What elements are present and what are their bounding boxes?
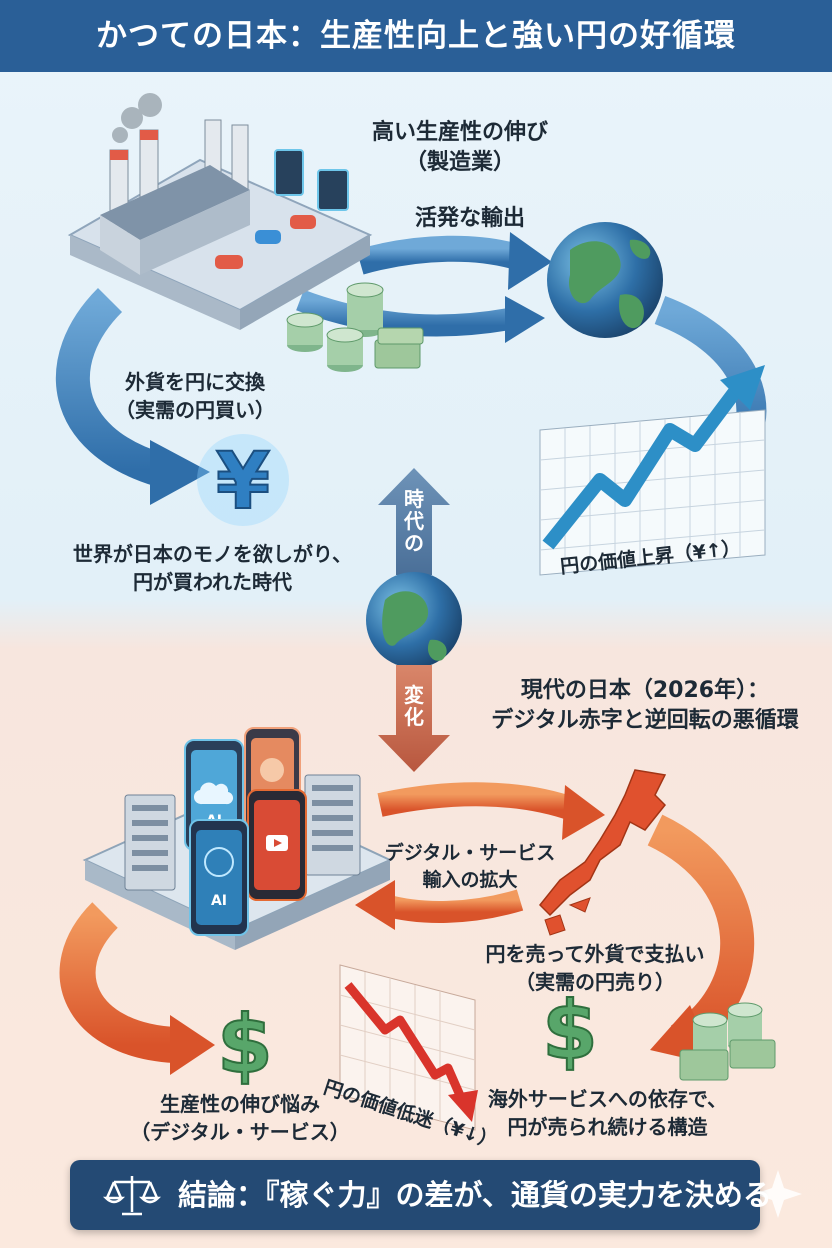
money-stack: [679, 1002, 776, 1081]
arrow-factory-to-yen: [55, 287, 210, 505]
label-sell-yen: 円を売って外貨で支払い（実需の円売り）: [485, 942, 705, 994]
arrow-imports-to-japan: [377, 782, 605, 840]
coin-stack: [286, 282, 424, 372]
arrow-export-to-globe: [296, 289, 545, 343]
smartphone-icon: AI AI: [184, 727, 307, 936]
label-world-wants: 世界が日本のモノを欲しがり、円が買われた時代: [72, 542, 353, 594]
svg-text:AI: AI: [211, 893, 227, 909]
svg-text:$: $: [542, 984, 598, 1077]
conclusion-banner: 結論：『稼ぐ力』の差が、通貨の実力を決める: [70, 1160, 772, 1230]
factory-icon: [67, 119, 373, 330]
yen-icon: ¥: [197, 434, 289, 528]
section-title-modern: 現代の日本（2026年）：デジタル赤字と逆回転の悪循環: [491, 678, 799, 733]
globe-center-icon: [366, 572, 462, 668]
sparkle-icon: [754, 1170, 802, 1218]
page-title: かつての日本：生産性向上と強い円の好循環: [0, 0, 832, 72]
label-exports: 活発な輸出: [414, 206, 525, 231]
chart-yen-rise: [539, 365, 766, 576]
label-productivity: 高い生産性の伸び（製造業）: [371, 120, 548, 175]
scale-icon: [102, 1176, 162, 1216]
label-dependence: 海外サービスへの依存で、円が売られ続ける構造: [487, 1087, 728, 1139]
label-exchange: 外貨を円に交換（実需の円買い）: [115, 370, 275, 422]
svg-text:$: $: [217, 998, 273, 1091]
arrow-factory-to-globe: [356, 232, 552, 290]
arrow-servers-to-dollar: [59, 902, 215, 1075]
smoke: [112, 93, 162, 143]
label-digital-imports: デジタル・サービス輸入の拡大: [384, 842, 556, 891]
conclusion-text: 結論：『稼ぐ力』の差が、通貨の実力を決める: [178, 1178, 772, 1212]
transition-arrow-down: [378, 665, 450, 772]
chart-yen-fall: [339, 964, 478, 1131]
server-icon: [124, 774, 361, 891]
label-stagnation: 生産性の伸び悩み（デジタル・サービス）: [130, 1092, 350, 1144]
globe-icon: [547, 222, 663, 338]
transition-label-bottom: 変化: [404, 683, 424, 729]
arrow-japan-to-servers: [355, 880, 524, 930]
japan-map-icon: [538, 769, 667, 936]
transition-arrow-up: [378, 468, 450, 575]
svg-text:¥: ¥: [216, 437, 270, 527]
transition-label-top: 時代の: [404, 487, 424, 555]
dollar-icon: $ $: [216, 983, 599, 1092]
